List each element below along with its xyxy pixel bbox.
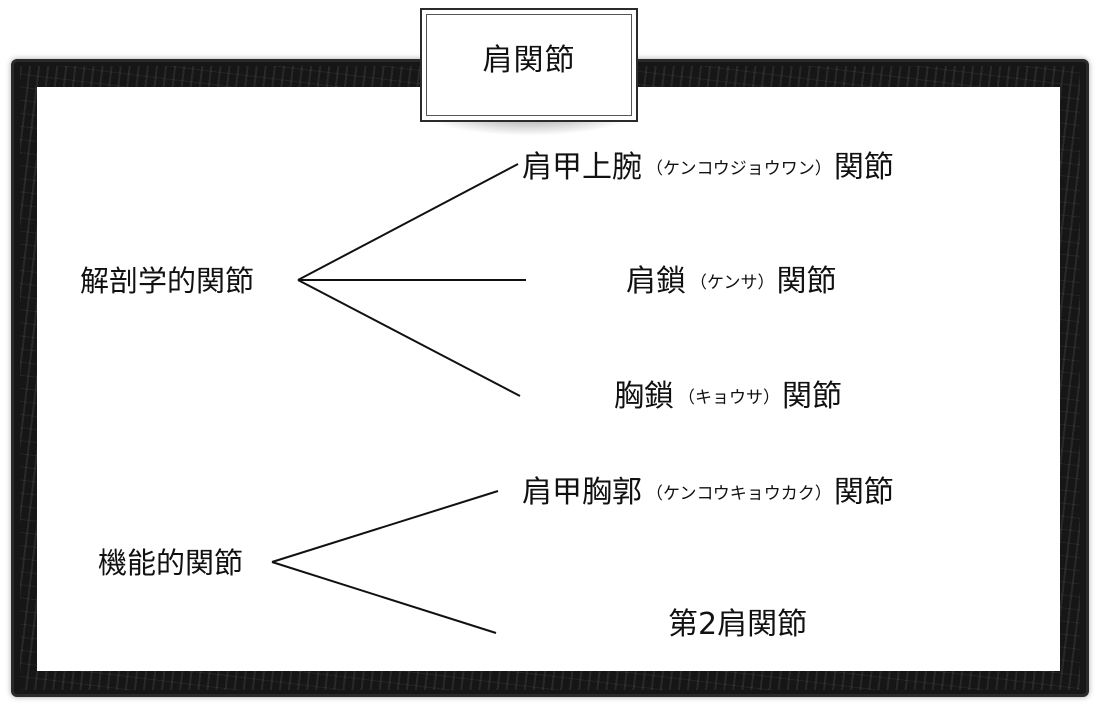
branch-line-sternoclavicular [297,279,521,397]
group-label-functional: 機能的関節 [98,546,243,580]
node-suffix: 関節 [777,264,837,299]
title-tab: 肩関節 [420,8,638,122]
node-main: 肩甲上腕 [522,150,642,185]
diagram-canvas [37,87,1060,671]
branch-line-scapulothoracic [271,490,499,563]
node-reading: （ケンコウジョウワン） [646,159,832,179]
node-suffix: 関節 [834,475,894,510]
node-suffix: 関節 [834,150,894,185]
node-second-shoulder-joint: 第2肩関節 [668,607,807,642]
branch-line-second-shoulder [271,561,497,634]
node-glenohumeral-joint: 肩甲上腕（ケンコウジョウワン）関節 [522,150,894,185]
node-acromioclavicular-joint: 肩鎖（ケンサ）関節 [626,264,837,299]
node-reading: （ケンサ） [690,273,775,293]
node-main: 肩甲胸郭 [522,475,642,510]
branch-line-glenohumeral [297,163,519,281]
node-reading: （キョウサ） [678,388,780,408]
node-suffix: 関節 [782,379,842,414]
node-main: 第2肩関節 [668,607,807,642]
group-label-anatomical: 解剖学的関節 [80,264,254,298]
node-main: 肩鎖 [626,264,686,299]
node-reading: （ケンコウキョウカク） [646,484,832,504]
node-scapulothoracic-joint: 肩甲胸郭（ケンコウキョウカク）関節 [522,475,894,510]
node-main: 胸鎖 [614,379,674,414]
diagram-title: 肩関節 [482,43,576,78]
node-sternoclavicular-joint: 胸鎖（キョウサ）関節 [614,379,842,414]
